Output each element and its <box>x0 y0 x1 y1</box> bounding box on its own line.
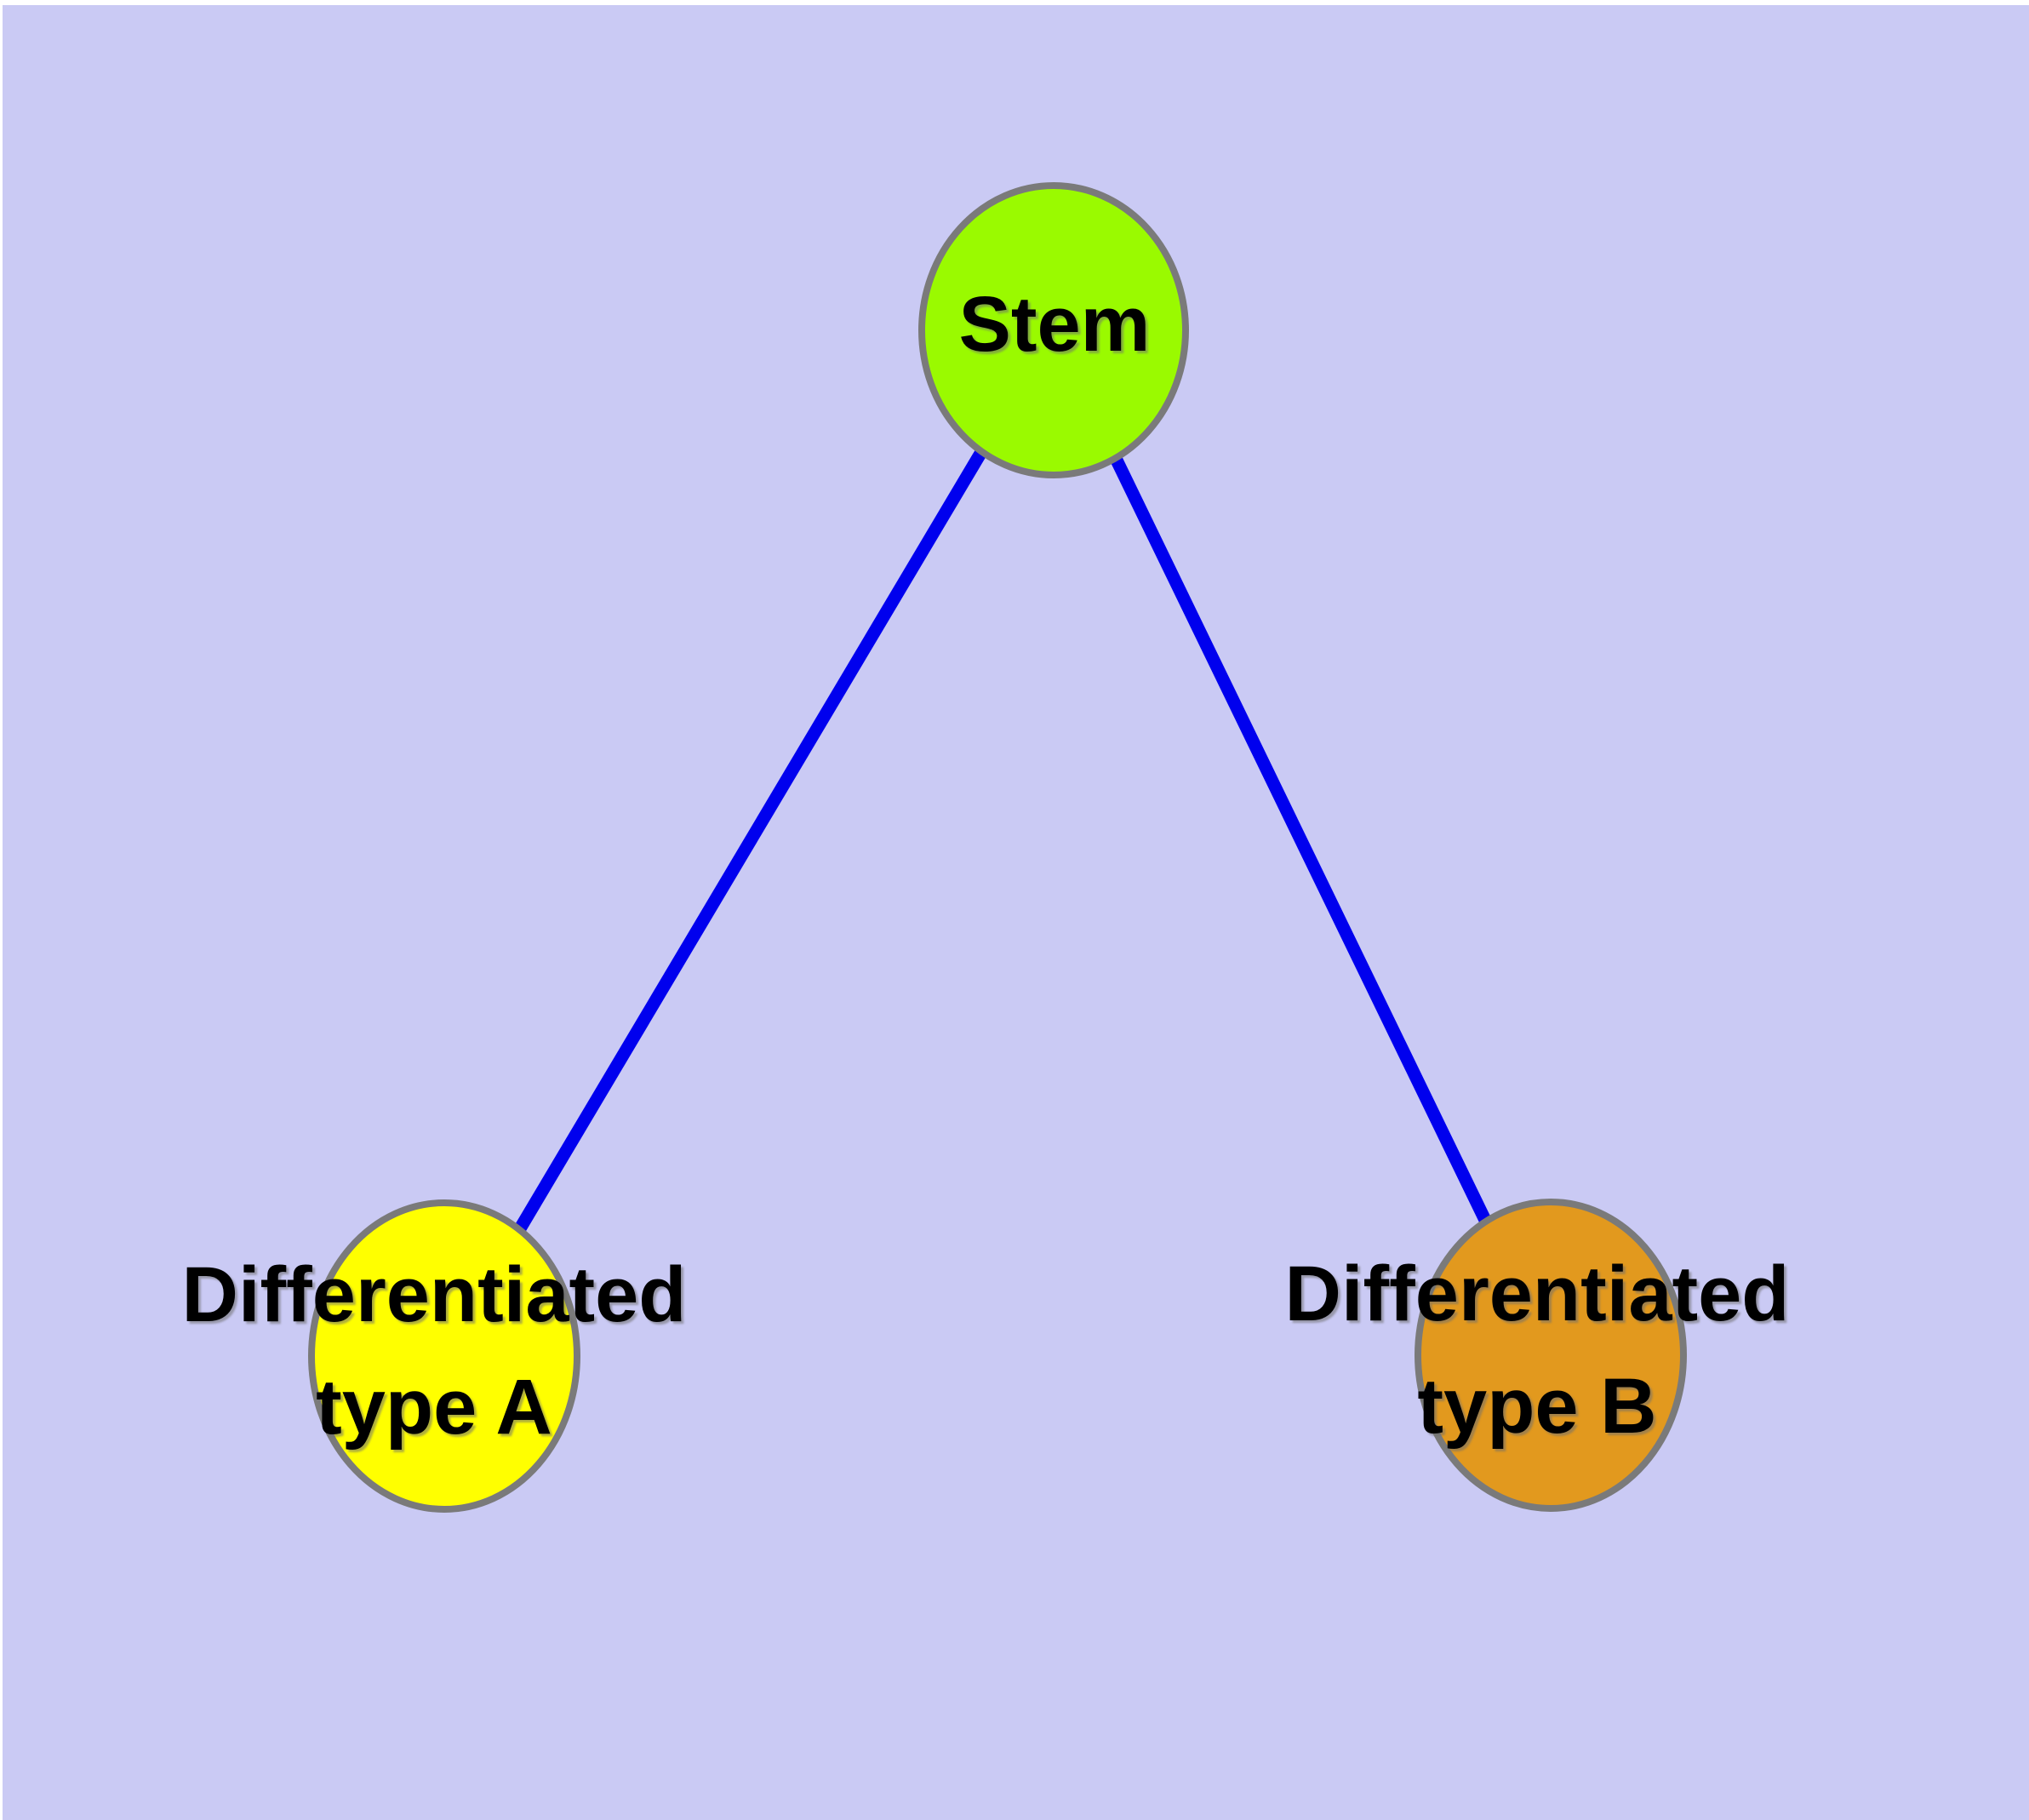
node-type-a-label-line2: type A <box>316 1364 552 1451</box>
edge-stem-to-type-b <box>1048 327 1557 1359</box>
node-type-a-label-line1: Differentiated <box>182 1251 687 1338</box>
node-differentiated-type-b <box>1415 1199 1687 1512</box>
node-layer <box>308 182 1687 1513</box>
edge-layer <box>438 327 1557 1359</box>
node-type-b-label-line2: type B <box>1417 1363 1656 1450</box>
edge-stem-to-type-a <box>438 327 1060 1359</box>
node-stem <box>918 182 1189 478</box>
label-layer: Stem Differentiated type A Differentiate… <box>182 281 1790 1451</box>
node-stem-label: Stem <box>959 281 1151 368</box>
node-differentiated-type-a <box>308 1199 580 1513</box>
node-type-b-label-line1: Differentiated <box>1285 1251 1790 1337</box>
